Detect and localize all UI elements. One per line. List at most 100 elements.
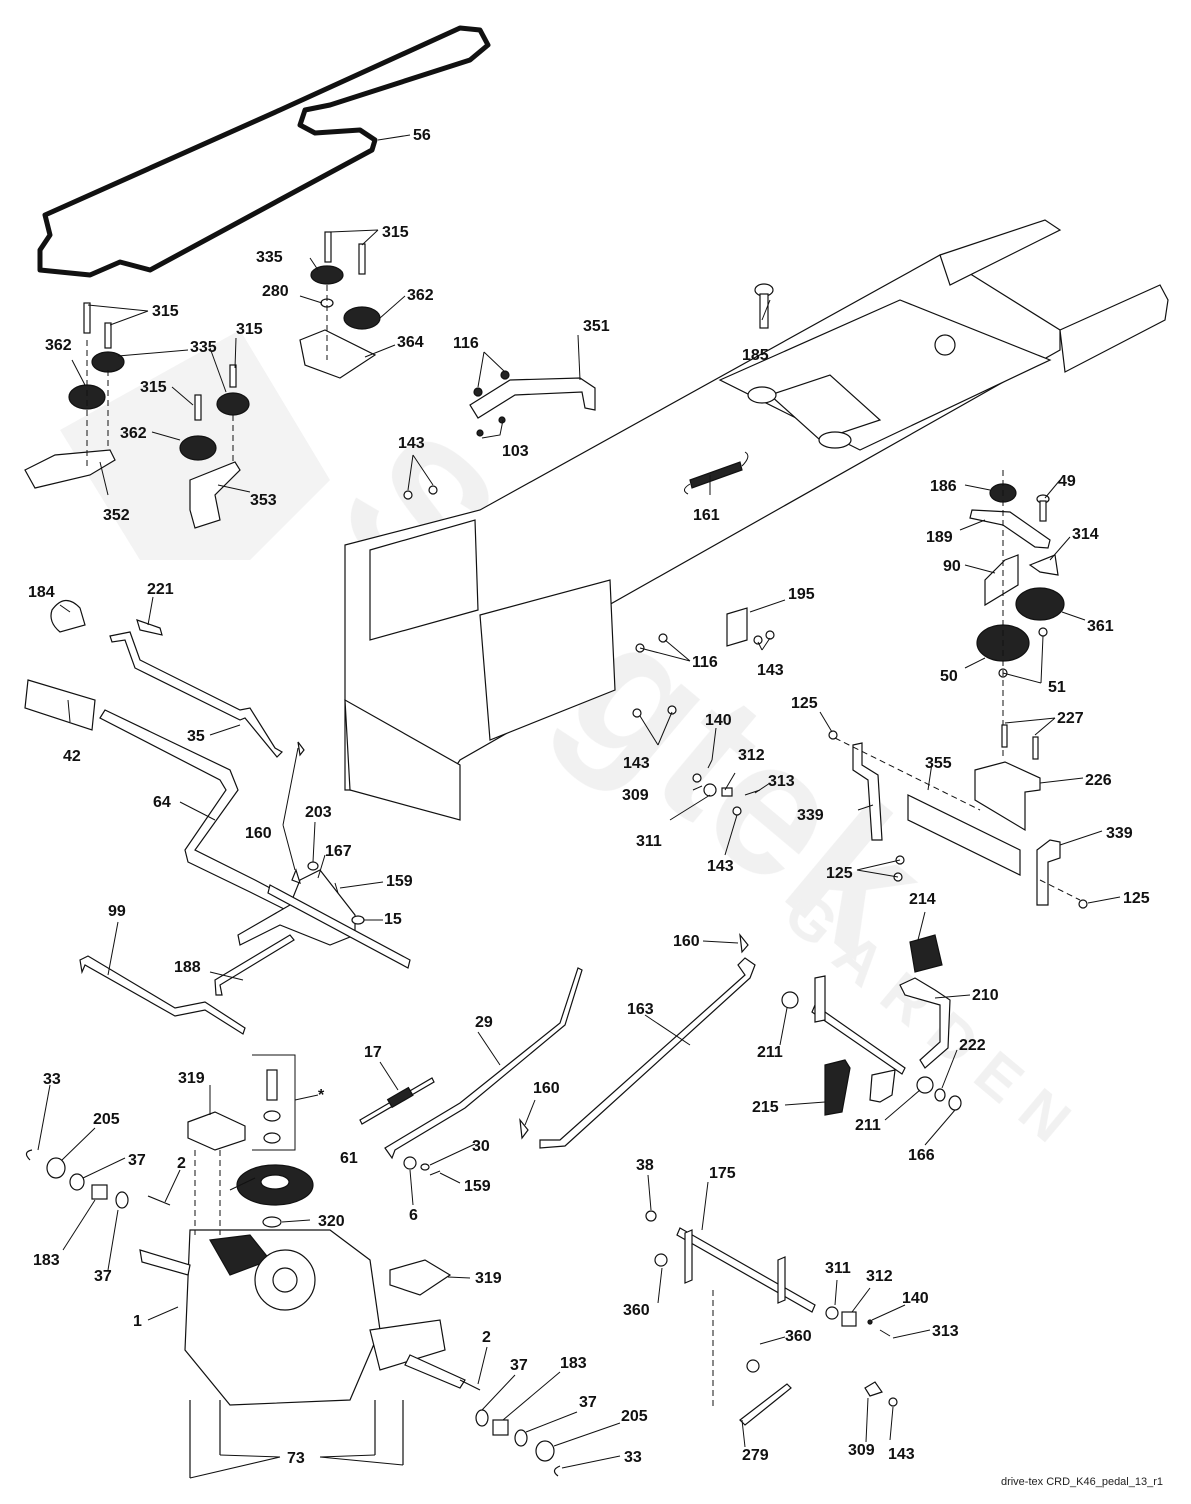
- callout-360: 360: [623, 1302, 650, 1319]
- callout-314: 314: [1072, 526, 1099, 543]
- drawing-code: drive-tex CRD_K46_pedal_13_r1: [1000, 1476, 1163, 1488]
- cotter-pin-159: [429, 1170, 441, 1176]
- callout-210: 210: [972, 987, 999, 1004]
- callout-320: 320: [318, 1213, 345, 1230]
- bushing-211: [916, 1076, 934, 1094]
- knob-184: [50, 599, 86, 633]
- leader-lines: [37, 134, 1121, 1479]
- callout-2: 2: [482, 1329, 491, 1346]
- callout-189: 189: [926, 529, 953, 546]
- rod-29: [384, 967, 583, 1160]
- nut-360: [654, 1253, 668, 1267]
- callout-140: 140: [705, 712, 732, 729]
- bracket-319-right: [389, 1259, 452, 1296]
- clip-221: [136, 619, 163, 636]
- callout-56: 56: [413, 127, 431, 144]
- callout-309: 309: [622, 787, 649, 804]
- pedal-210: [899, 977, 951, 1069]
- bolt-315: [194, 394, 202, 421]
- callout-37: 37: [579, 1394, 597, 1411]
- callout-186: 186: [930, 478, 957, 495]
- callout-319: 319: [178, 1070, 205, 1087]
- callout-64: 64: [153, 794, 171, 811]
- nut-143: [888, 1397, 898, 1407]
- callout-211: 211: [855, 1117, 881, 1134]
- transaxle-1: [139, 1111, 481, 1478]
- callout-315: 315: [140, 379, 167, 396]
- callout-280: 280: [262, 283, 289, 300]
- bolt-315: [324, 231, 332, 263]
- pulley-362: [343, 306, 381, 330]
- bushing-211: [781, 991, 799, 1009]
- callout-364: 364: [397, 334, 424, 351]
- spring-140: [707, 759, 713, 769]
- bushing-312: [841, 1311, 857, 1327]
- callout-362: 362: [120, 425, 147, 442]
- callout-6: 6: [409, 1207, 418, 1224]
- callout-312: 312: [866, 1268, 893, 1285]
- shaft: [267, 884, 411, 969]
- washer-37: [69, 1173, 85, 1191]
- spacer-183: [492, 1419, 509, 1436]
- callout-37: 37: [128, 1152, 146, 1169]
- washer-30: [420, 1163, 430, 1171]
- brake-shaft-group: [645, 1210, 898, 1426]
- callout-125: 125: [826, 865, 853, 882]
- shaft-175: [676, 1227, 816, 1313]
- callout-37: 37: [510, 1357, 528, 1374]
- belt-guide-90: [984, 554, 1019, 607]
- screw-313: [879, 1329, 891, 1337]
- callout-311: 311: [636, 833, 662, 850]
- callout-143: 143: [757, 662, 784, 679]
- callout-143: 143: [398, 435, 425, 452]
- callout-159: 159: [386, 873, 413, 890]
- nut-143: [632, 708, 642, 718]
- callout-360: 360: [785, 1328, 812, 1345]
- callout-221: 221: [147, 581, 174, 598]
- callout-183: 183: [560, 1355, 587, 1372]
- callout-362: 362: [407, 287, 434, 304]
- callout-227: 227: [1057, 710, 1084, 727]
- washer-37: [115, 1191, 129, 1209]
- bolt-315: [358, 243, 366, 275]
- callout-51: 51: [1048, 679, 1066, 696]
- nut-38: [645, 1210, 657, 1222]
- bracket-314: [1028, 554, 1059, 576]
- callout-205: 205: [93, 1111, 120, 1128]
- callout-167: 167: [325, 843, 352, 860]
- nut-125: [1078, 899, 1088, 909]
- nut-143: [428, 485, 438, 495]
- callout-335: 335: [256, 249, 283, 266]
- callout-1: 1: [133, 1313, 142, 1330]
- callout-61: 61: [340, 1150, 358, 1167]
- callout-315: 315: [152, 303, 179, 320]
- callout-188: 188: [174, 959, 201, 976]
- callout-211: 211: [757, 1044, 783, 1061]
- callout-159: 159: [464, 1178, 491, 1195]
- callout-313: 313: [932, 1323, 959, 1340]
- bracket-339-left: [852, 742, 883, 841]
- pedal-pad-214: [909, 934, 943, 973]
- callout-50: 50: [940, 668, 958, 685]
- axle-right: [404, 1354, 466, 1389]
- axle-left: [139, 1249, 191, 1276]
- hairpin-160: [739, 932, 749, 954]
- callout-90: 90: [943, 558, 961, 575]
- nut-51: [1038, 627, 1048, 637]
- shaft: [811, 1004, 906, 1075]
- bolt-227: [1001, 724, 1008, 748]
- bracket-309: [692, 773, 702, 783]
- callout-215: 215: [752, 1099, 779, 1116]
- callout-38: 38: [636, 1157, 654, 1174]
- callout-203: 203: [305, 804, 332, 821]
- callout-161: 161: [693, 507, 720, 524]
- callout-352: 352: [103, 507, 130, 524]
- bolts-73: [189, 1400, 404, 1478]
- bracket-339-right: [1036, 839, 1061, 906]
- callout-99: 99: [108, 903, 126, 920]
- callout-361: 361: [1087, 618, 1114, 635]
- callout-42: 42: [63, 748, 81, 765]
- retaining-ring-33: [25, 1149, 33, 1161]
- callout-143: 143: [623, 755, 650, 772]
- hardware-kit: [252, 1054, 319, 1151]
